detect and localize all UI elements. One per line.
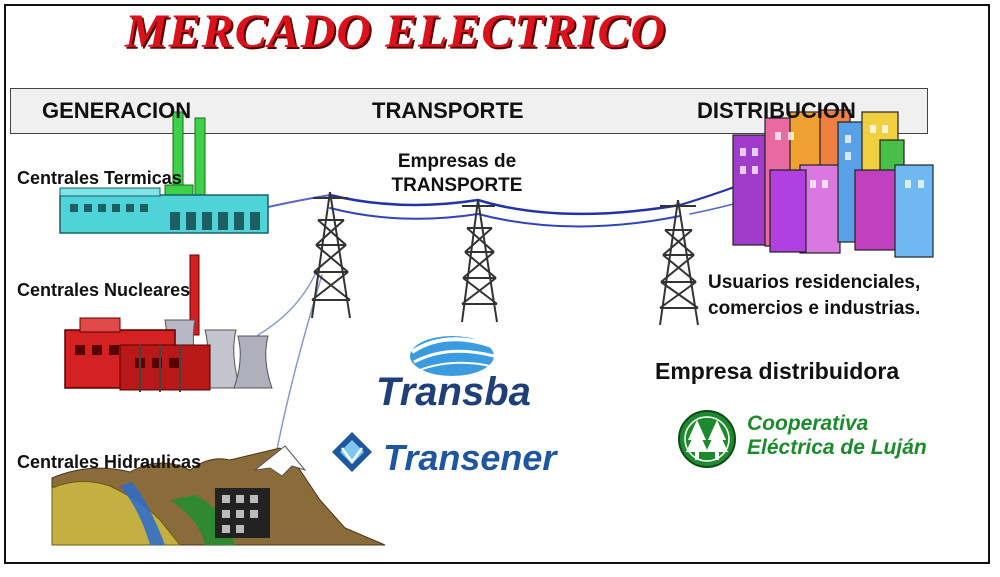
label-usuarios: Usuarios residenciales, comercios e indu…	[704, 270, 925, 322]
wire-main-mid	[329, 207, 681, 228]
label-empresas-line2: TRANSPORTE	[391, 175, 523, 196]
thermal-plant-illustration	[59, 111, 269, 234]
nuclear-plant-illustration	[64, 254, 273, 392]
outer-frame	[4, 4, 990, 564]
hydro-plant-illustration	[51, 445, 386, 546]
tower-1	[311, 191, 351, 319]
stage-label-generacion: GENERACION	[42, 98, 192, 123]
wire-termica	[267, 194, 331, 208]
diagram-title: MERCADO ELECTRICO	[125, 5, 667, 58]
cooperativa-line1: Cooperativa	[747, 412, 869, 435]
transener-logo-text: Transener	[383, 437, 557, 478]
stage-label-transporte: TRANSPORTE	[372, 98, 524, 123]
label-empresa-distribuidora: Empresa distribuidora	[655, 358, 900, 384]
cooperativa-logo-text: Cooperativa Eléctrica de Luján	[747, 412, 927, 460]
stage-label-distribucion: DISTRIBUCION	[697, 98, 856, 123]
cooperativa-logo-icon	[678, 410, 736, 468]
label-centrales-hidraulicas: Centrales Hidraulicas	[17, 452, 202, 472]
label-usuarios-line1: Usuarios residenciales,	[708, 272, 921, 293]
wire-city	[679, 184, 741, 206]
tower-2	[461, 199, 498, 323]
label-usuarios-line2: comercios e industrias.	[708, 298, 921, 319]
wire-nuclear	[257, 267, 319, 336]
tower-3	[659, 199, 699, 326]
city-buildings-illustration	[732, 109, 934, 258]
label-empresas-line1: Empresas de	[397, 151, 517, 172]
cooperativa-line2: Eléctrica de Luján	[747, 436, 927, 459]
label-empresas-transporte: Empresas de TRANSPORTE	[372, 150, 542, 198]
label-centrales-termicas: Centrales Termicas	[17, 168, 182, 188]
transener-logo-icon	[332, 432, 372, 472]
transba-logo-text: Transba	[376, 370, 531, 414]
transba-logo-icon	[410, 336, 495, 376]
label-centrales-nucleares: Centrales Nucleares	[17, 280, 191, 300]
